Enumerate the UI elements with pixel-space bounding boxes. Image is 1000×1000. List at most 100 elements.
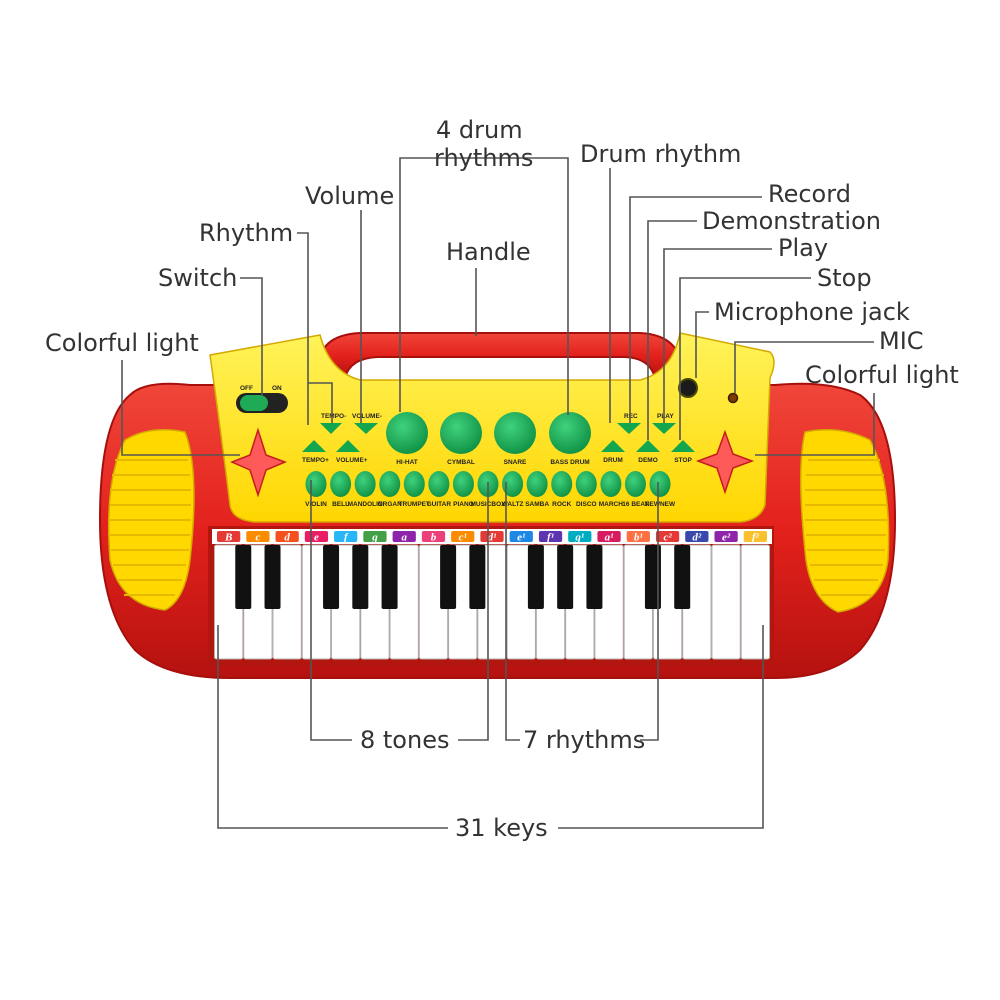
voice-button[interactable] [403, 471, 425, 497]
white-key[interactable] [740, 544, 770, 660]
note-label: c¹ [459, 532, 467, 544]
black-key[interactable] [323, 545, 340, 609]
voice-button[interactable] [428, 471, 450, 497]
voice-button-label: 16 BEAT [622, 501, 648, 508]
drum-button[interactable] [601, 440, 625, 452]
voice-button[interactable] [649, 471, 671, 497]
voice-button[interactable] [452, 471, 474, 497]
handle[interactable] [316, 332, 684, 380]
callout-microphone-jack: Microphone jack [714, 298, 910, 326]
note-label: c [255, 532, 260, 544]
note-label: d² [692, 532, 702, 544]
note-label: f² [752, 532, 760, 544]
switch-on-label: ON [272, 385, 282, 392]
leader-lines [121, 157, 875, 829]
black-key[interactable] [264, 545, 281, 609]
drum-pad-cymbal[interactable] [440, 412, 482, 454]
note-label-chip [480, 531, 504, 542]
callout-stop: Stop [817, 264, 872, 292]
note-label: d [284, 532, 290, 544]
volume-plus-button[interactable] [336, 440, 360, 452]
voice-button-label: VIOLIN [305, 501, 327, 508]
note-label-chip [655, 531, 680, 542]
drum-pad-bass-drum[interactable] [549, 412, 591, 454]
callout-colorful-light-right: Colorful light [805, 361, 959, 389]
voice-button-label: MARCH [599, 501, 623, 508]
note-label: e¹ [517, 532, 525, 544]
voice-button[interactable] [600, 471, 622, 497]
voice-button[interactable] [526, 471, 548, 497]
tempo-plus-label: TEMPO+ [302, 457, 329, 464]
callout-handle: Handle [446, 238, 531, 266]
callout-volume: Volume [305, 182, 394, 210]
note-label-chip [714, 531, 738, 542]
speaker-left [107, 429, 195, 611]
panel-controls: TEMPO- VOLUME- TEMPO+ VOLUME+ HI-HAT CYM… [302, 412, 695, 508]
play-button[interactable] [652, 423, 676, 434]
voice-button-label: WALTZ [502, 501, 524, 508]
colorful-light-right-lamp [695, 429, 755, 495]
black-key[interactable] [674, 545, 691, 609]
play-label: PLAY [657, 413, 674, 420]
black-key[interactable] [586, 545, 603, 609]
voice-button-label: GUITAR [427, 501, 452, 508]
note-label: f¹ [547, 532, 554, 544]
rec-button[interactable] [617, 423, 641, 434]
callout-demonstration: Demonstration [702, 207, 881, 235]
voice-button[interactable] [502, 471, 524, 497]
volume-minus-button[interactable] [354, 423, 378, 434]
voice-button-label: PIANO [453, 501, 474, 508]
stop-button[interactable] [671, 440, 695, 452]
black-key[interactable] [527, 545, 544, 609]
power-switch[interactable]: OFF ON [236, 385, 288, 413]
microphone-jack[interactable] [727, 392, 739, 404]
note-label-chip [509, 531, 533, 542]
voice-button[interactable] [379, 471, 401, 497]
callout-record: Record [768, 180, 851, 208]
note-label-chip [451, 531, 475, 542]
note-label-chip [626, 531, 650, 542]
black-key[interactable] [644, 545, 661, 609]
note-label: e [314, 532, 319, 544]
callout-drum-rhythms-1: 4 drum [436, 116, 523, 144]
callout-mic: MIC [879, 327, 924, 355]
callout-7-rhythms: 7 rhythms [523, 726, 645, 754]
voice-button[interactable] [354, 471, 376, 497]
note-label: c² [663, 532, 672, 544]
note-label-chip [743, 531, 767, 542]
note-label: B [224, 532, 232, 544]
black-key[interactable] [440, 545, 457, 609]
voice-button[interactable] [305, 471, 327, 497]
voice-button[interactable] [624, 471, 646, 497]
tempo-plus-button[interactable] [302, 440, 326, 452]
demo-button[interactable] [636, 440, 660, 452]
colorful-light-left-lamp [230, 427, 288, 498]
note-label-chip [275, 531, 299, 542]
white-key[interactable] [711, 544, 741, 660]
note-label: b [431, 532, 437, 544]
callout-switch: Switch [158, 264, 237, 292]
voice-button[interactable] [551, 471, 573, 497]
black-key[interactable] [557, 545, 574, 609]
microphone [678, 378, 698, 398]
callout-8-tones: 8 tones [360, 726, 449, 754]
black-key[interactable] [469, 545, 486, 609]
black-key[interactable] [235, 545, 252, 609]
note-label: b¹ [634, 532, 643, 544]
voice-button-label: NEWNEW [645, 501, 676, 508]
black-key[interactable] [352, 545, 369, 609]
note-label-chip [246, 531, 270, 542]
black-key[interactable] [381, 545, 398, 609]
note-label: e² [722, 532, 731, 544]
voice-button[interactable] [575, 471, 597, 497]
stop-label: STOP [674, 457, 692, 464]
drum-pad-hi-hat[interactable] [386, 412, 428, 454]
tempo-minus-button[interactable] [320, 423, 342, 434]
note-label-chip [597, 531, 621, 542]
voice-button-label: MANDOLIN [348, 501, 383, 508]
drum-pad-snare[interactable] [494, 412, 536, 454]
voice-button[interactable] [330, 471, 352, 497]
